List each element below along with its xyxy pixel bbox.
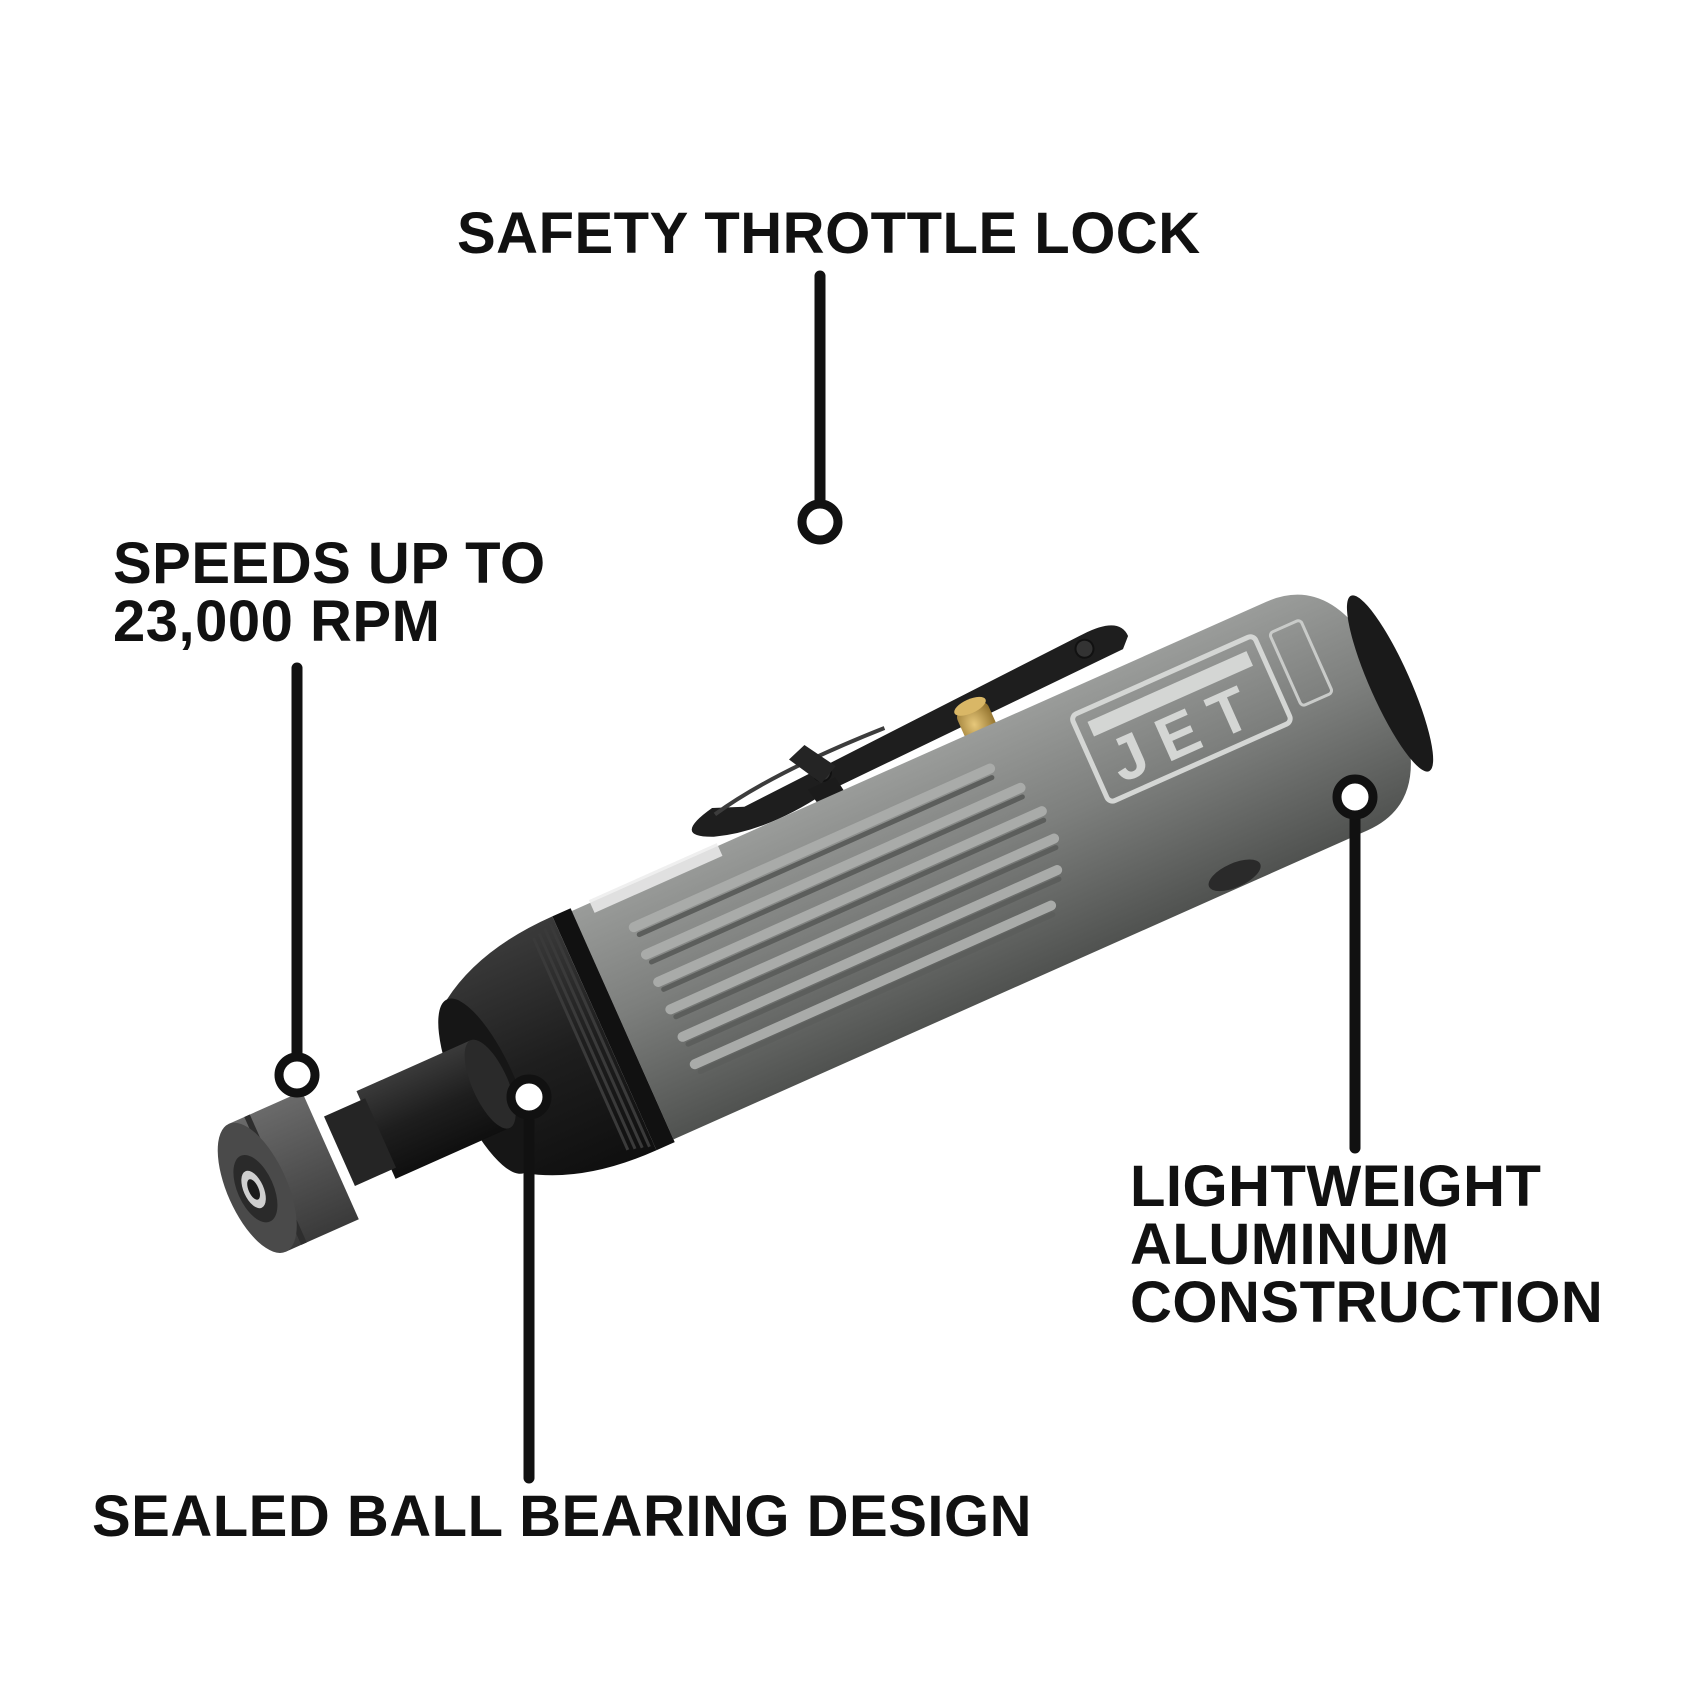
collet-nut [217, 1091, 359, 1253]
callout-throttle-line-1: SAFETY THROTTLE LOCK [457, 201, 1201, 266]
callout-speeds: SPEEDS UP TO 23,000 RPM [113, 535, 546, 651]
spindle-shaft [324, 1039, 516, 1186]
callout-speed-line-1: SPEEDS UP TO [113, 531, 546, 596]
aluminum-pointer-dot [1332, 774, 1378, 820]
callout-speed-line-2: 23,000 RPM [113, 589, 441, 654]
callout-sealed-ball-bearing: SEALED BALL BEARING DESIGN [92, 1488, 1032, 1546]
bearing-pointer-dot [506, 1074, 552, 1120]
jet-logo-plate: JET [1070, 634, 1293, 804]
speed-pointer-dot [274, 1052, 320, 1098]
grip-ribs [628, 763, 1063, 1070]
callout-aluminum-line-3: CONSTRUCTION [1130, 1270, 1604, 1335]
callout-aluminum-line-1: LIGHTWEIGHT [1130, 1154, 1542, 1219]
aluminum-housing [571, 594, 1434, 1140]
callout-lightweight-aluminum: LIGHTWEIGHT ALUMINUM CONSTRUCTION [1130, 1158, 1603, 1332]
callout-aluminum-line-2: ALUMINUM [1130, 1212, 1450, 1277]
callout-safety-throttle-lock: SAFETY THROTTLE LOCK [457, 205, 1201, 263]
callout-bearing-line-1: SEALED BALL BEARING DESIGN [92, 1484, 1033, 1549]
callout-pointers [274, 270, 1378, 1484]
throttle-pointer-dot [797, 499, 843, 545]
grinder-body-group: JET [217, 594, 1434, 1253]
